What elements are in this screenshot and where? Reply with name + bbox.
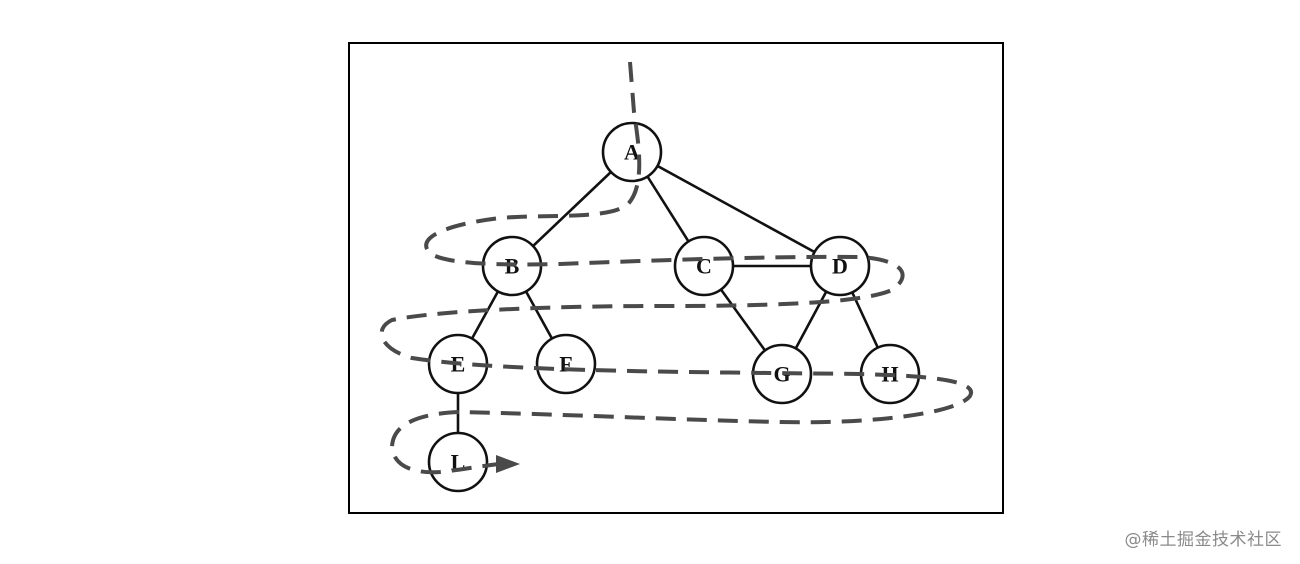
node-label: G: [773, 362, 790, 387]
traversal-arrow-head: [496, 455, 520, 473]
node-c: C: [673, 235, 735, 297]
node-label: A: [624, 140, 640, 165]
node-g: G: [751, 343, 813, 405]
node-l: L: [427, 431, 489, 493]
node-circle: [427, 431, 489, 493]
node-f: F: [535, 333, 597, 395]
bfs-traversal-path: [379, 61, 973, 475]
node-label: F: [559, 352, 572, 377]
node-a: A: [601, 121, 663, 183]
watermark-text: @稀土掘金技术社区: [1124, 530, 1282, 550]
node-circle: [809, 235, 871, 297]
node-circle: [535, 333, 597, 395]
traversal-dashed-line: [379, 61, 973, 475]
node-circle: [601, 121, 663, 183]
node-label: D: [832, 254, 848, 279]
edge-a-d: [631, 150, 841, 268]
node-d: D: [809, 235, 871, 297]
node-circle: [673, 235, 735, 297]
